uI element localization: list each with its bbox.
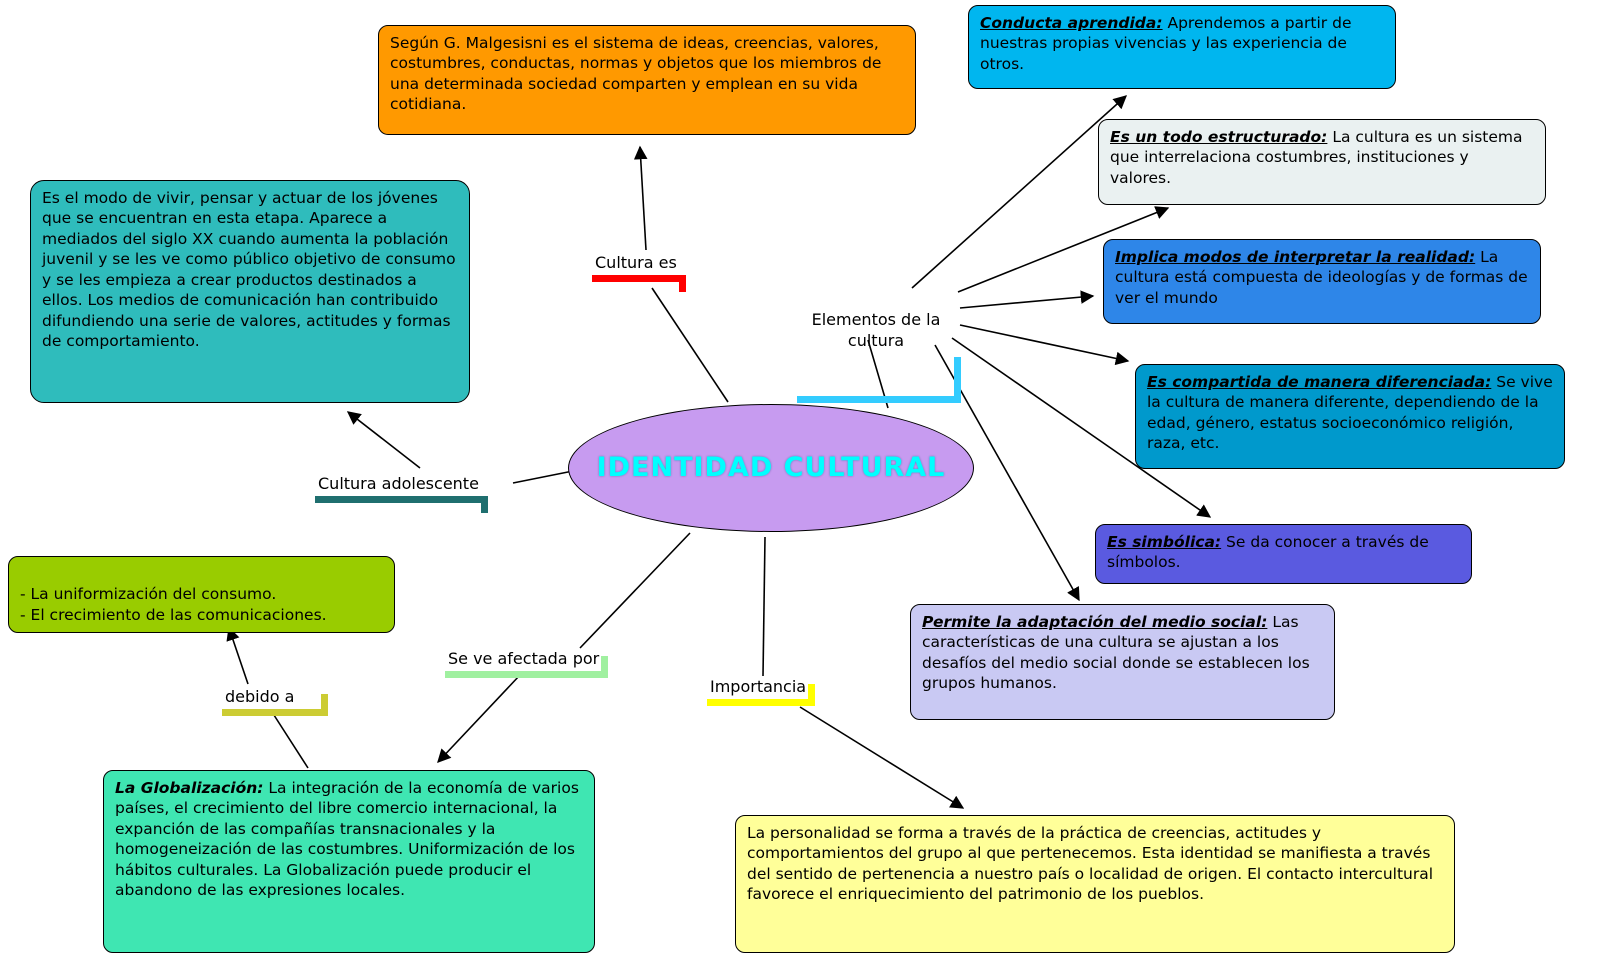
label-elementos-bar [797,395,955,403]
box-implica-lead: Implica modos de interpretar la realidad… [1115,248,1476,266]
box-simbolica-lead: Es simbólica: [1107,533,1222,551]
box-globalizacion-body: La integración de la economía de varios … [115,779,579,900]
arrow-elementos-todo [957,206,1170,293]
box-implica-modos[interactable]: Implica modos de interpretar la realidad… [1103,239,1541,324]
label-cultura-es[interactable]: Cultura es [592,252,686,293]
box-conducta-body: Aprendemos a partir de nuestras propias … [980,14,1352,73]
box-compartida-diferenciada[interactable]: Es compartida de manera diferenciada: Se… [1135,364,1565,469]
arrow-debido-factores [226,626,249,685]
label-importancia-bar [707,699,810,707]
arrow-elementos-simbolica [951,337,1212,518]
label-elementos-text: Elementos de la cultura [811,310,941,351]
box-personalidad-body: La personalidad se forma a través de la … [747,824,1434,904]
label-debido-a[interactable]: debido a [222,686,329,717]
arrow-afectada-globalizacion [437,674,521,763]
label-cultura-adolescente-bar [315,496,482,504]
arrow-elementos-implica [959,290,1095,309]
arrow-elementos-conducta [911,95,1128,289]
box-todo-body: La cultura es un sistema que interrelaci… [1110,128,1523,187]
central-title: IDENTIDAD CULTURAL [596,452,946,484]
label-debido-a-tick [321,694,329,717]
label-importancia[interactable]: Importancia [707,676,816,707]
arrow-adolescente-box [346,411,421,469]
box-compartida-body: Se vive la cultura de manera diferente, … [1147,373,1553,453]
box-compartida-lead: Es compartida de manera diferenciada: [1147,373,1492,391]
label-se-ve-afectada-bar [445,671,603,679]
box-todo-lead: Es un todo estructurado: [1110,128,1328,146]
box-permite-lead: Permite la adaptación del medio social: [922,613,1268,631]
link-ellipse-importancia [762,536,766,677]
label-cultura-adolescente-text: Cultura adolescente [318,474,479,493]
link-ellipse-afectada [579,532,691,649]
label-cultura-es-bar [592,275,680,283]
label-cultura-es-tick [678,275,686,293]
label-cultura-es-text: Cultura es [595,253,677,272]
box-todo-estructurado[interactable]: Es un todo estructurado: La cultura es u… [1098,119,1546,205]
link-ellipse-cultura-adolescente [512,469,579,484]
label-cultura-adolescente[interactable]: Cultura adolescente [315,473,488,514]
box-permite-body: Las características de una cultura se aj… [922,613,1310,693]
box-es-simbolica[interactable]: Es simbólica: Se da conocer a través de … [1095,524,1472,584]
box-simbolica-body: Se da conocer a través de símbolos. [1107,533,1429,572]
label-importancia-tick [808,684,816,707]
label-elementos-tick [954,356,961,403]
label-debido-a-text: debido a [225,687,295,706]
label-elementos[interactable]: Elementos de la cultura [797,288,961,403]
box-cultura-adolescente[interactable]: Es el modo de vivir, pensar y actuar de … [30,180,470,403]
box-factores-body: - La uniformización del consumo. - El cr… [20,585,327,624]
arrow-importancia-personalidad [799,706,965,809]
label-se-ve-afectada-tick [601,656,609,679]
box-conducta-aprendida[interactable]: Conducta aprendida: Aprendemos a partir … [968,5,1396,89]
box-globalizacion-lead: La Globalización: [115,779,264,797]
box-permite-adaptacion[interactable]: Permite la adaptación del medio social: … [910,604,1335,720]
box-conducta-lead: Conducta aprendida: [980,14,1163,32]
arrow-cultura-es-definicion [633,145,648,251]
box-factores-globalizacion[interactable]: - La uniformización del consumo. - El cr… [8,556,395,634]
box-personalidad[interactable]: La personalidad se forma a través de la … [735,815,1455,953]
box-implica-body: La cultura está compuesta de ideologías … [1115,248,1528,307]
box-adolescente-body: Es el modo de vivir, pensar y actuar de … [42,189,456,351]
box-definicion-body: Según G. Malgesisni es el sistema de ide… [390,34,882,114]
label-se-ve-afectada[interactable]: Se ve afectada por [445,648,609,679]
link-globalizacion-debido [271,711,309,769]
central-node-identidad-cultural[interactable]: IDENTIDAD CULTURAL [568,404,974,532]
label-importancia-text: Importancia [710,677,807,696]
label-se-ve-afectada-text: Se ve afectada por [448,649,600,668]
label-cultura-adolescente-tick [480,496,488,514]
link-ellipse-cultura-es [651,287,729,403]
label-debido-a-bar [222,709,323,717]
arrow-elementos-compartida [959,324,1130,366]
box-definicion-cultura[interactable]: Según G. Malgesisni es el sistema de ide… [378,25,916,135]
box-globalizacion[interactable]: La Globalización: La integración de la e… [103,770,595,953]
